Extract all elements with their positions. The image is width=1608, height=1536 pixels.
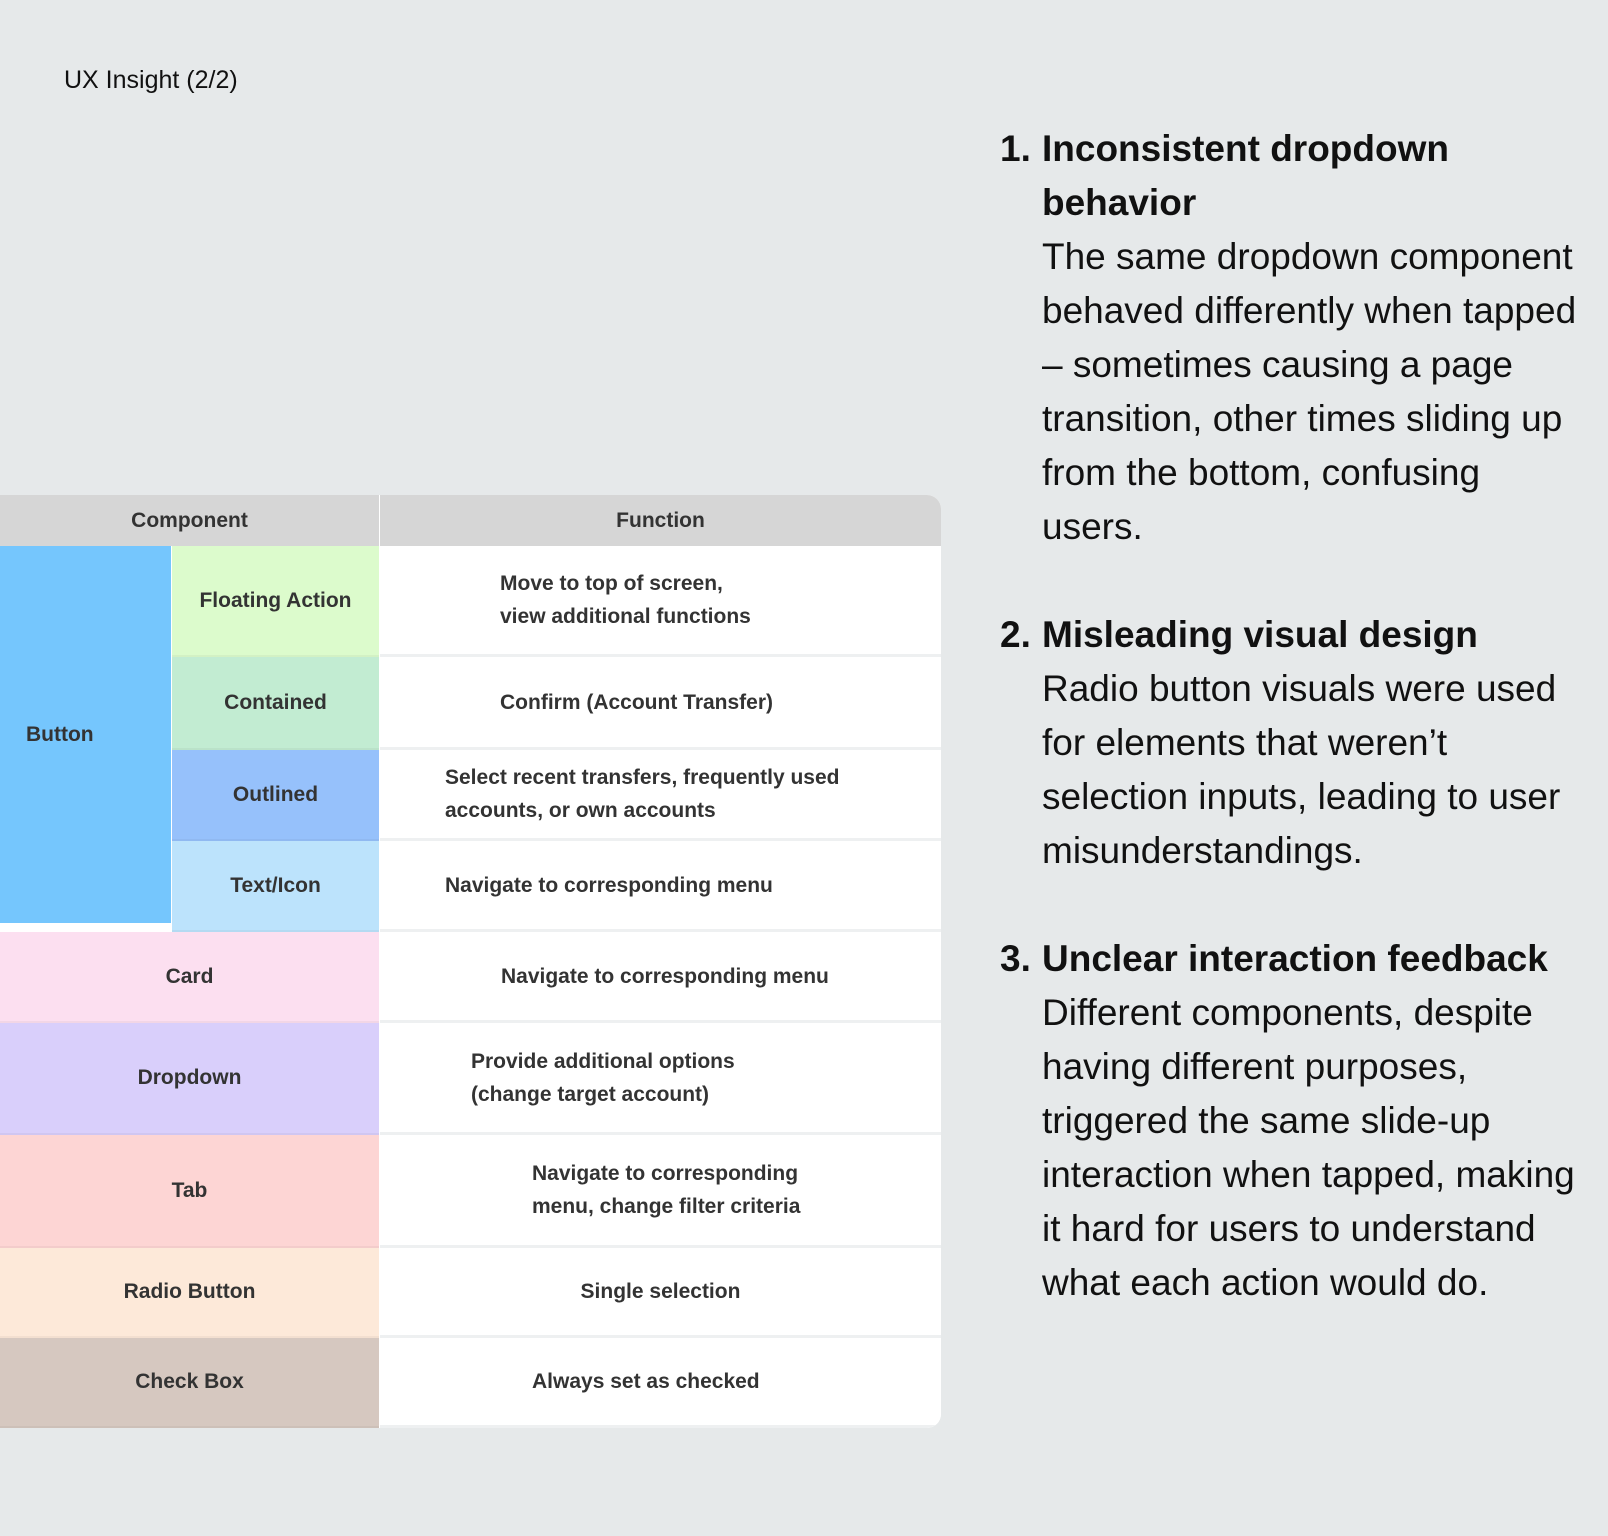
function-cell: Navigate to corresponding menu — [380, 841, 941, 932]
component-cell: Contained — [172, 657, 379, 750]
function-text: menu, change filter criteria — [532, 1195, 801, 1218]
function-cell: Navigate to corresponding menu — [380, 932, 941, 1023]
function-text: Single selection — [580, 1280, 741, 1303]
insight-heading: Misleading visual design — [1042, 614, 1478, 655]
insight-heading: Unclear interaction feedback — [1042, 938, 1548, 979]
insight-heading: Inconsistent dropdown behavior — [1042, 128, 1449, 223]
function-text: Always set as checked — [532, 1370, 760, 1393]
function-text: view additional functions — [500, 605, 751, 628]
function-cell: Always set as checked — [380, 1338, 941, 1428]
header-function: Function — [380, 495, 941, 546]
component-table: Component Function Button Floating Actio… — [0, 495, 941, 1428]
function-text: Provide additional options — [471, 1049, 735, 1073]
function-cell: Select recent transfers, frequently used… — [380, 750, 941, 841]
function-text: Navigate to corresponding menu — [501, 964, 829, 988]
component-cell: Tab — [0, 1135, 379, 1248]
function-cell: Single selection — [380, 1248, 941, 1338]
function-cell: Navigate to corresponding menu, change fi… — [380, 1135, 941, 1248]
function-cell: Provide additional options (change target… — [380, 1023, 941, 1135]
function-text: Confirm (Account Transfer) — [500, 690, 774, 714]
button-group-cell: Button — [0, 546, 171, 923]
function-cell: Confirm (Account Transfer) — [380, 657, 941, 750]
component-cell: Card — [0, 932, 379, 1023]
function-cell: Move to top of screen, view additional fu… — [380, 546, 941, 657]
function-text: Move to top of screen, — [500, 572, 723, 595]
function-text: accounts, or own accounts — [445, 799, 716, 822]
insight-body: The same dropdown component behaved diff… — [1042, 236, 1577, 547]
component-cell: Floating Action — [172, 546, 379, 657]
function-text: Navigate to corresponding — [532, 1162, 799, 1185]
function-text: Select recent transfers, frequently used — [445, 766, 840, 789]
insight-body: Different components, despite having dif… — [1042, 992, 1575, 1303]
component-cell: Dropdown — [0, 1023, 379, 1135]
insight-number: 1. — [1000, 128, 1031, 169]
function-text: Navigate to corresponding menu — [445, 873, 773, 897]
component-cell: Check Box — [0, 1338, 379, 1428]
insight-number: 3. — [1000, 938, 1031, 979]
insight-number: 2. — [1000, 614, 1031, 655]
page-title: UX Insight (2/2) — [64, 66, 238, 94]
header-component: Component — [0, 495, 379, 546]
component-cell: Outlined — [172, 750, 379, 841]
component-cell: Text/Icon — [172, 841, 379, 932]
component-cell: Radio Button — [0, 1248, 379, 1338]
function-text: (change target account) — [471, 1082, 710, 1106]
insight-body: Radio button visuals were used for eleme… — [1042, 668, 1561, 871]
